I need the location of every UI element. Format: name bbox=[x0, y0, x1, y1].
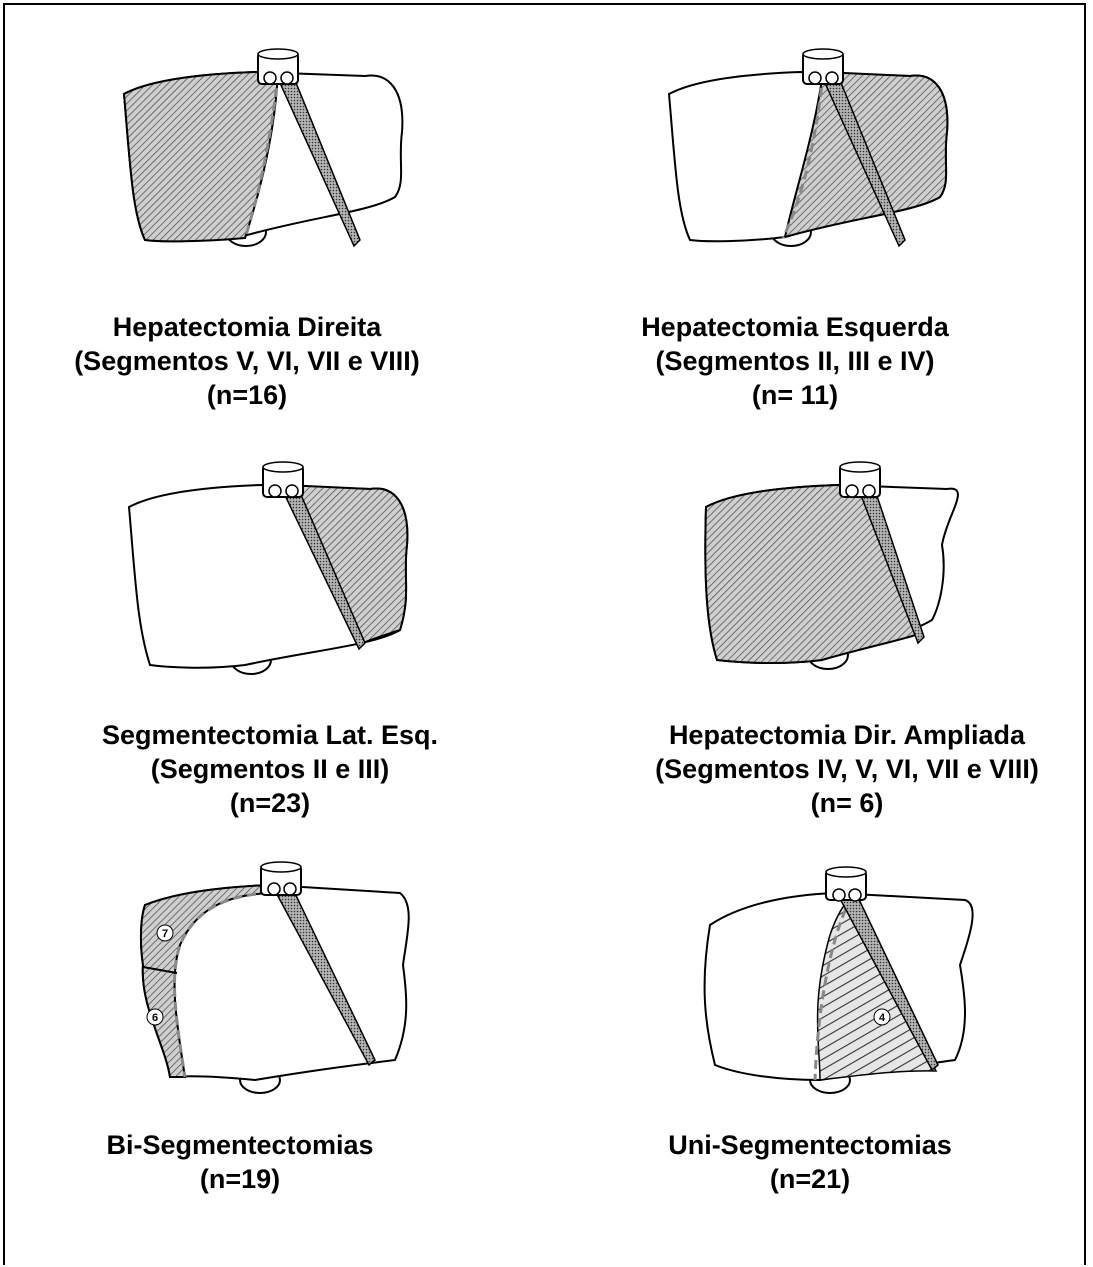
caption-bi-segmentectomy: Bi-Segmentectomias (n=19) bbox=[60, 1128, 420, 1196]
caption-title: Hepatectomia Esquerda bbox=[580, 310, 1010, 344]
caption-segments: (Segmentos II, III e IV) bbox=[580, 344, 1010, 378]
liver-diagram bbox=[115, 455, 425, 695]
caption-left-hepatectomy: Hepatectomia Esquerda (Segmentos II, III… bbox=[580, 310, 1010, 412]
liver-diagram: 4 bbox=[690, 865, 1000, 1105]
caption-lateral-segmentectomy: Segmentectomia Lat. Esq. (Segmentos II e… bbox=[60, 718, 480, 820]
segment-label-7: 7 bbox=[162, 928, 168, 940]
liver-diagram bbox=[692, 455, 1002, 695]
caption-count: (n=23) bbox=[60, 786, 480, 820]
caption-title: Hepatectomia Dir. Ampliada bbox=[612, 718, 1082, 752]
caption-extended-right-hepatectomy: Hepatectomia Dir. Ampliada (Segmentos IV… bbox=[612, 718, 1082, 820]
caption-count: (n= 6) bbox=[612, 786, 1082, 820]
caption-uni-segmentectomy: Uni-Segmentectomias (n=21) bbox=[620, 1128, 1000, 1196]
liver-diagram bbox=[110, 42, 420, 282]
caption-segments: (Segmentos V, VI, VII e VIII) bbox=[37, 344, 457, 378]
caption-count: (n=19) bbox=[60, 1162, 420, 1196]
panel-bi-segmentectomy: 7 6 bbox=[125, 865, 435, 1105]
panel-uni-segmentectomy: 4 bbox=[690, 865, 1000, 1105]
caption-title: Uni-Segmentectomias bbox=[620, 1128, 1000, 1162]
caption-count: (n=21) bbox=[620, 1162, 1000, 1196]
caption-segments: (Segmentos II e III) bbox=[60, 752, 480, 786]
segment-label-6: 6 bbox=[152, 1012, 158, 1024]
caption-count: (n= 11) bbox=[580, 378, 1010, 412]
panel-left-hepatectomy bbox=[655, 42, 965, 282]
caption-title: Segmentectomia Lat. Esq. bbox=[60, 718, 480, 752]
panel-extended-right-hepatectomy bbox=[692, 455, 1002, 695]
liver-diagram: 7 6 bbox=[125, 865, 435, 1105]
caption-count: (n=16) bbox=[37, 378, 457, 412]
panel-lateral-segmentectomy bbox=[115, 455, 425, 695]
liver-diagram bbox=[655, 42, 965, 282]
caption-right-hepatectomy: Hepatectomia Direita (Segmentos V, VI, V… bbox=[37, 310, 457, 412]
caption-title: Bi-Segmentectomias bbox=[60, 1128, 420, 1162]
caption-title: Hepatectomia Direita bbox=[37, 310, 457, 344]
panel-right-hepatectomy bbox=[110, 42, 420, 282]
caption-segments: (Segmentos IV, V, VI, VII e VIII) bbox=[612, 752, 1082, 786]
segment-label-4: 4 bbox=[879, 1012, 886, 1024]
